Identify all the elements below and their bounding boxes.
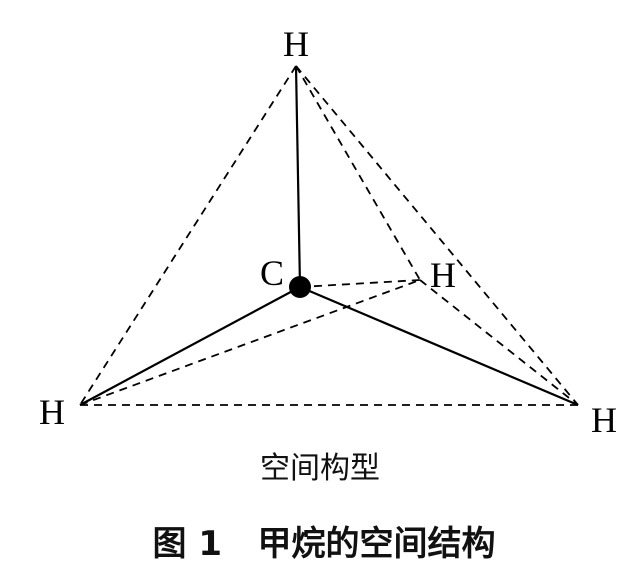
atom-label-carbon: C xyxy=(260,253,284,293)
edge-left-back xyxy=(79,279,421,406)
bond-center-left xyxy=(79,286,301,406)
figure-caption: 图 1 甲烷的空间结构 xyxy=(152,524,495,564)
atom-label-top-h: H xyxy=(283,24,309,64)
subtitle-spatial-configuration: 空间构型 xyxy=(260,451,380,486)
bond-center-top xyxy=(294,65,302,288)
bond-center-right xyxy=(299,285,579,407)
atom-label-back-h: H xyxy=(430,255,456,295)
edge-back-right xyxy=(419,279,579,406)
bonds xyxy=(79,65,579,407)
edge-top-right xyxy=(295,65,579,406)
edge-top-left xyxy=(79,65,297,406)
tetrahedron-edges xyxy=(79,65,579,406)
edge-top-back xyxy=(295,65,421,281)
atom-label-left-h: H xyxy=(39,392,65,432)
atom-label-right-h: H xyxy=(591,400,617,440)
bond-center-back xyxy=(299,279,421,288)
carbon-atom-dot xyxy=(289,276,311,298)
